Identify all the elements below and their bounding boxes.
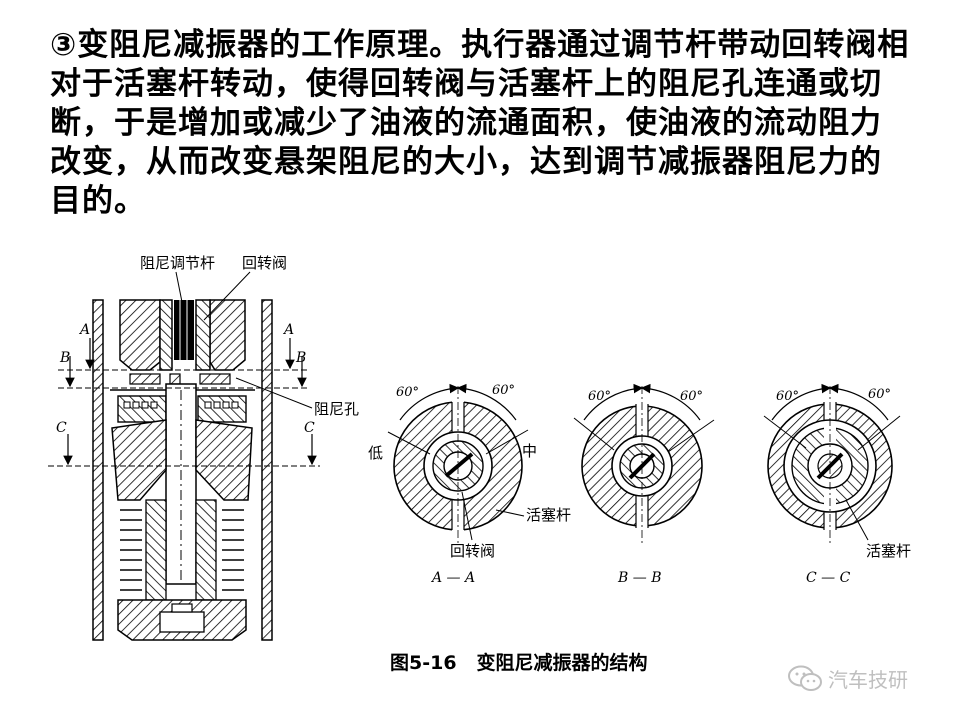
angle-label-bb-left: 60°	[588, 389, 611, 404]
figure-number: 图5-16	[390, 652, 457, 674]
section-mark-c-left: C	[56, 420, 67, 436]
section-mark-c-right: C	[304, 420, 315, 436]
longitudinal-section	[48, 271, 320, 641]
figure-caption: 图5-16 变阻尼减振器的结构	[390, 648, 648, 675]
angle-label-aa-left: 60°	[396, 385, 419, 400]
piston-rod-label-aa: 活塞杆	[526, 506, 571, 524]
angle-label-cc-left: 60°	[776, 389, 799, 404]
rotary-valve-label: 回转阀	[242, 254, 287, 272]
section-mark-b-right: B	[295, 350, 306, 366]
description-paragraph: ③变阻尼减振器的工作原理。执行器通过调节杆带动回转阀相对于活塞杆转动，使得回转阀…	[50, 27, 910, 219]
piston-rod-label-cc: 活塞杆	[866, 542, 911, 560]
cross-section-cc	[763, 383, 901, 546]
rotary-valve-label-aa: 回转阀	[450, 542, 495, 560]
mid-label: 中	[522, 442, 537, 460]
adjust-rod-label: 阻尼调节杆	[140, 254, 215, 272]
cross-section-bb	[573, 383, 715, 546]
section-title-bb: B — B	[617, 570, 661, 586]
watermark-text: 汽车技研	[828, 668, 908, 692]
section-mark-a-right: A	[282, 322, 294, 338]
wechat-icon	[788, 665, 822, 693]
section-title-aa: A — A	[430, 570, 475, 586]
figure-title: 变阻尼减振器的结构	[476, 652, 648, 674]
angle-label-aa-right: 60°	[492, 383, 515, 398]
watermark: 汽车技研	[788, 664, 908, 693]
orifice-label: 阻尼孔	[314, 400, 359, 418]
angle-label-cc-right: 60°	[868, 387, 891, 402]
section-mark-a-left: A	[78, 322, 90, 338]
section-mark-b-left: B	[59, 350, 70, 366]
angle-label-bb-right: 60°	[680, 389, 703, 404]
cross-section-aa	[387, 383, 529, 546]
section-title-cc: C — C	[806, 570, 851, 586]
low-label: 低	[368, 444, 383, 462]
